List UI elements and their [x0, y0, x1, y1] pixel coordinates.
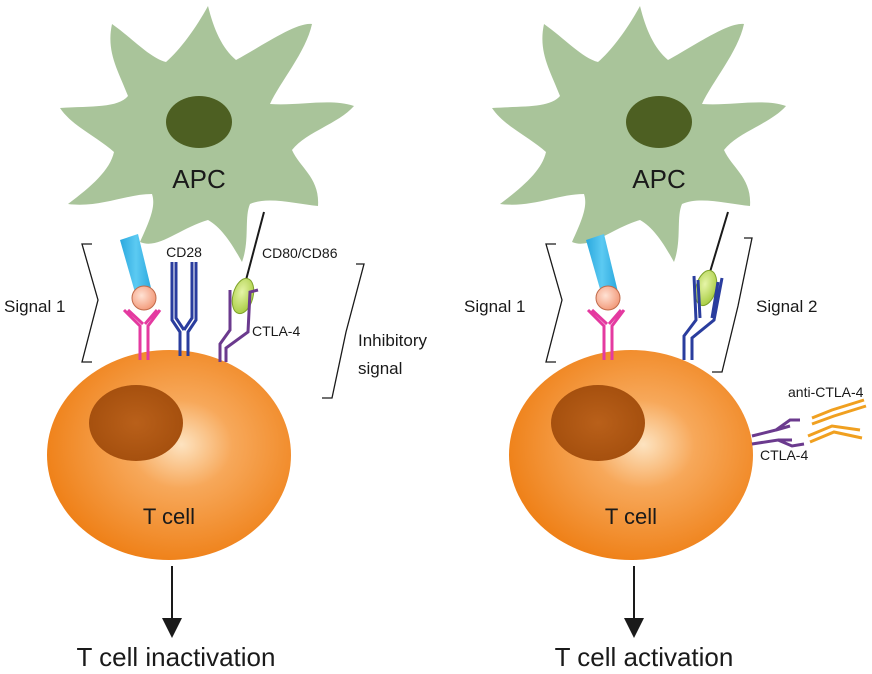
left-apc-nucleus: [166, 96, 232, 148]
right-outcome-label: T cell activation: [555, 642, 734, 672]
left-outcome-label: T cell inactivation: [77, 642, 276, 672]
left-peptide-icon: [131, 285, 157, 311]
left-tcell-nucleus: [89, 385, 183, 461]
left-ctla4-label: CTLA-4: [252, 323, 300, 339]
left-mhc-receptor-icon: [122, 308, 162, 360]
left-inhibitory-label-1: Inhibitory: [358, 331, 427, 350]
right-tcr-icon: [586, 234, 618, 296]
right-apc-nucleus: [626, 96, 692, 148]
left-cd80-stalk: [245, 211, 265, 281]
right-panel: APC T cell Signal 1 Signal 2 CTLA-4 anti…: [464, 6, 867, 672]
right-cd80-stalk: [709, 211, 729, 273]
right-signal2-bracket: [712, 237, 753, 373]
left-cd28-label: CD28: [166, 244, 202, 260]
left-inhibitory-label-2: signal: [358, 359, 402, 378]
left-signal1-label: Signal 1: [4, 297, 65, 316]
left-tcell-label: T cell: [143, 504, 195, 529]
left-cd80-ligand-icon: [231, 277, 255, 315]
left-tcr-icon: [120, 234, 152, 296]
right-ctla4-label: CTLA-4: [760, 447, 808, 463]
right-mhc-receptor-icon: [586, 308, 626, 360]
right-apc-label: APC: [632, 164, 685, 194]
right-anti-ctla4-antibody-icon: [807, 398, 867, 444]
right-tcell-nucleus: [551, 385, 645, 461]
left-cd80-label: CD80/CD86: [262, 245, 338, 261]
left-ctla4-icon: [218, 288, 259, 362]
right-tcell-label: T cell: [605, 504, 657, 529]
left-cd28-icon: [170, 262, 198, 356]
right-anti-ctla4-label: anti-CTLA-4: [788, 384, 864, 400]
right-peptide-icon: [595, 285, 621, 311]
right-signal1-label: Signal 1: [464, 297, 525, 316]
right-cd28-icon: [682, 275, 724, 360]
right-ctla4-icon: [751, 418, 805, 448]
left-panel: APC T cell CD28 CD80/CD86 CTLA-4 Signal …: [4, 6, 427, 672]
left-inhibitory-bracket: [322, 263, 365, 399]
right-signal2-label: Signal 2: [756, 297, 817, 316]
right-signal1-bracket: [545, 243, 563, 363]
left-signal1-bracket: [81, 243, 99, 363]
left-apc-label: APC: [172, 164, 225, 194]
